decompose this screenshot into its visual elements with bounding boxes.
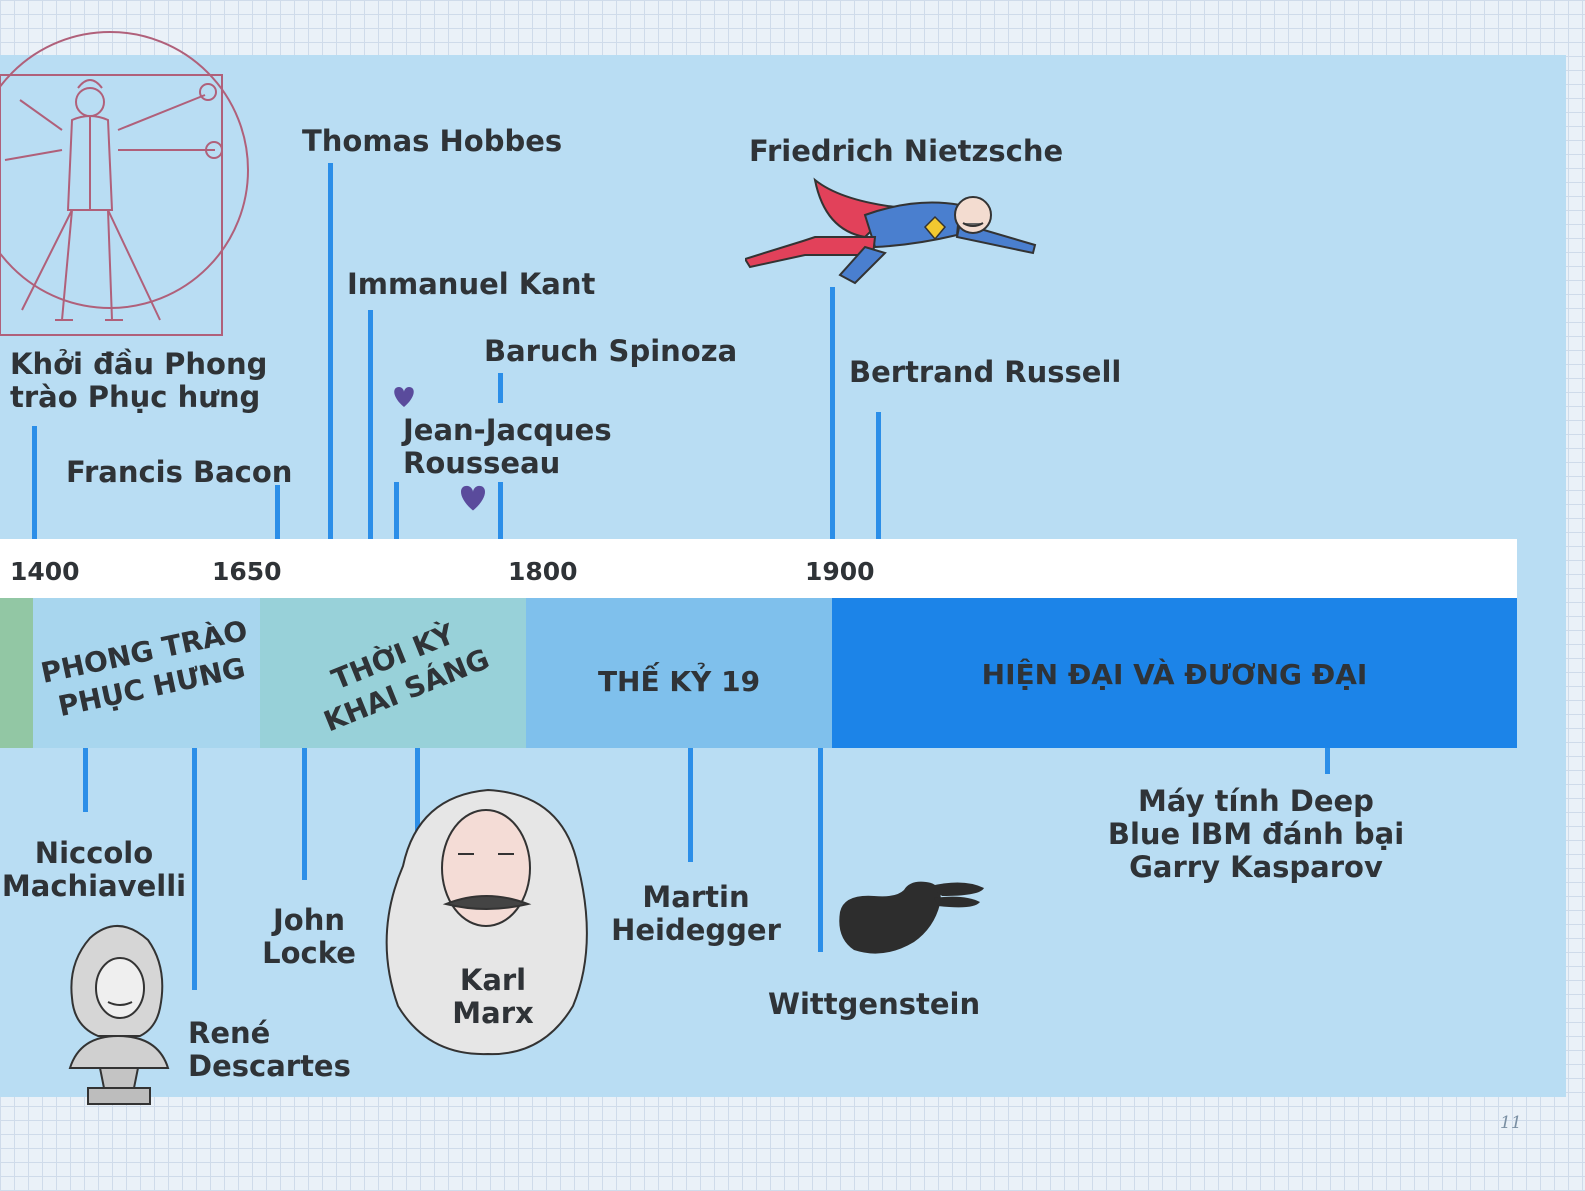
spinoza-connector-upper	[498, 373, 503, 403]
vitruvian-man-icon	[0, 31, 249, 336]
era-enlightenment	[260, 598, 526, 748]
axis-tick-label: 1400	[10, 557, 80, 586]
era-start-accent	[0, 598, 33, 748]
wittgenstein-connector	[818, 748, 823, 952]
timeline-axis	[0, 539, 1517, 598]
descartes-bust-icon	[68, 925, 170, 1105]
era-renaissance	[33, 598, 260, 748]
bacon-label: Francis Bacon	[66, 455, 293, 489]
page-number: 11	[1500, 1113, 1522, 1133]
marx-connector	[415, 748, 420, 848]
locke-label: John Locke	[262, 903, 356, 970]
duck-rabbit-icon	[839, 881, 984, 954]
heart-icon	[394, 387, 414, 407]
nietzsche-connector	[830, 287, 835, 539]
renaissance-start-label: Khởi đầu Phong trào Phục hưng	[10, 347, 268, 414]
spinoza-connector-lower	[498, 482, 503, 539]
axis-tick-label: 1650	[212, 557, 282, 586]
russell-connector	[876, 412, 881, 539]
rousseau-connector	[394, 482, 399, 539]
superhero-nietzsche-icon	[745, 177, 1037, 285]
kant-label: Immanuel Kant	[347, 267, 596, 301]
heart-icon	[461, 485, 485, 511]
russell-label: Bertrand Russell	[849, 355, 1122, 389]
bacon-connector	[275, 485, 280, 539]
heidegger-label: Martin Heidegger	[611, 880, 781, 947]
marx-label: Karl Marx	[452, 963, 534, 1030]
heidegger-connector	[688, 748, 693, 862]
locke-connector	[302, 748, 307, 880]
descartes-connector	[192, 748, 197, 990]
machiavelli-connector	[83, 748, 88, 812]
wittgenstein-label: Wittgenstein	[768, 987, 981, 1021]
hobbes-label: Thomas Hobbes	[302, 124, 563, 158]
deep-blue-label: Máy tính Deep Blue IBM đánh bại Garry Ka…	[1107, 784, 1405, 884]
era-modern-label: HIỆN ĐẠI VÀ ĐƯƠNG ĐẠI	[981, 658, 1368, 691]
axis-tick-label: 1900	[805, 557, 875, 586]
axis-tick-label: 1800	[508, 557, 578, 586]
kant-connector	[368, 310, 373, 539]
karl-marx-portrait-icon	[385, 788, 588, 1056]
era-19th-century	[526, 598, 832, 748]
deep-blue-connector	[1325, 748, 1330, 774]
renaissance-start-connector	[32, 426, 37, 539]
machiavelli-label: Niccolo Machiavelli	[1, 836, 187, 903]
era-modern	[832, 598, 1517, 748]
rousseau-label: Jean-Jacques Rousseau	[403, 413, 612, 480]
hobbes-connector	[328, 163, 333, 539]
spinoza-label: Baruch Spinoza	[484, 334, 738, 368]
descartes-label: René Descartes	[188, 1016, 351, 1083]
era-19th-century-label: THẾ KỶ 19	[597, 665, 761, 698]
nietzsche-label: Friedrich Nietzsche	[749, 134, 1064, 168]
